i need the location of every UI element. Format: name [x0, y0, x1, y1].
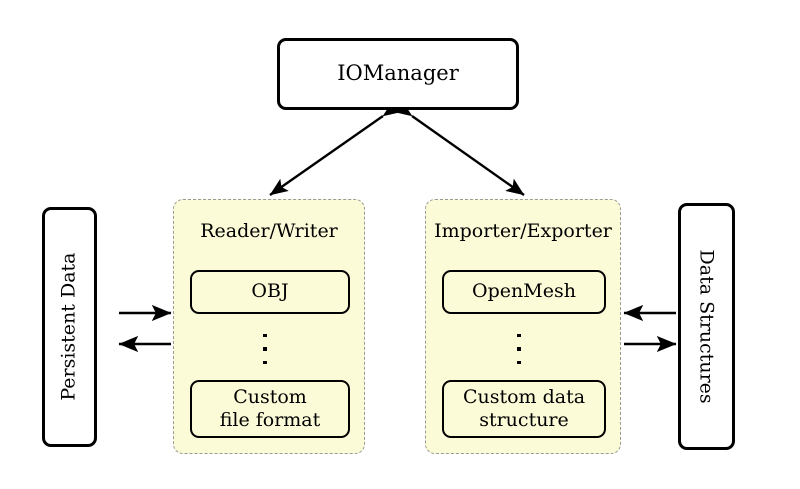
- reader-writer-panel[interactable]: Reader/Writer OBJ Custom file format: [173, 199, 365, 454]
- custom-file-format-label-line1: Custom: [233, 385, 307, 408]
- custom-data-structure-label-line1: Custom data: [462, 385, 586, 408]
- importer-exporter-panel[interactable]: Importer/Exporter OpenMesh Custom data s…: [425, 199, 621, 454]
- importer-exporter-ellipsis-icon: [516, 334, 522, 364]
- data-structures-node[interactable]: Data Structures: [678, 203, 735, 450]
- persistent-data-node[interactable]: Persistent Data: [42, 207, 97, 447]
- reader-writer-ellipsis-icon: [262, 334, 268, 364]
- connector-iomanager-readerwriter: [269, 99, 402, 196]
- data-structures-label: Data Structures: [696, 249, 719, 404]
- custom-file-format-node[interactable]: Custom file format: [190, 380, 350, 438]
- connector-iomanager-importerexporter: [393, 99, 525, 196]
- obj-node[interactable]: OBJ: [190, 270, 350, 314]
- obj-label: OBJ: [251, 280, 289, 303]
- importer-exporter-title: Importer/Exporter: [434, 220, 612, 242]
- openmesh-node[interactable]: OpenMesh: [442, 270, 606, 314]
- persistent-data-label: Persistent Data: [57, 252, 80, 402]
- custom-data-structure-label-line2: structure: [479, 409, 569, 431]
- iomanager-node[interactable]: IOManager: [277, 38, 519, 110]
- custom-file-format-label-line2: file format: [219, 409, 321, 431]
- iomanager-label: IOManager: [337, 61, 459, 86]
- custom-data-structure-node[interactable]: Custom data structure: [442, 380, 606, 438]
- openmesh-label: OpenMesh: [472, 280, 576, 303]
- reader-writer-title: Reader/Writer: [200, 220, 338, 242]
